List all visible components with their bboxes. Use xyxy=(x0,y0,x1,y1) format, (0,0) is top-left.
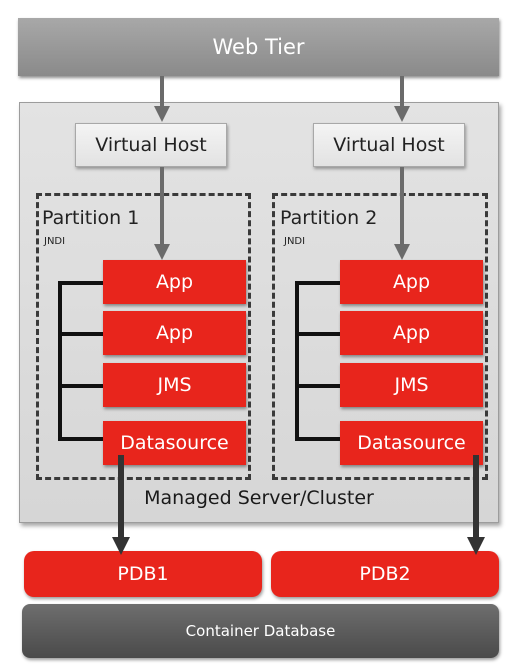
component-label: App xyxy=(392,322,431,344)
web-tier-label: Web Tier xyxy=(212,35,305,59)
virtual-host-2-label: Virtual Host xyxy=(333,134,445,156)
virtual-host-1-label: Virtual Host xyxy=(95,134,207,156)
partition-1-app-1: App xyxy=(103,260,246,304)
component-label: App xyxy=(392,271,431,293)
pdb2-label: PDB2 xyxy=(359,563,411,585)
partition-2-jms: JMS xyxy=(340,363,483,407)
component-label: Datasource xyxy=(357,432,466,454)
component-label: JMS xyxy=(394,374,429,396)
pdb1-box: PDB1 xyxy=(24,551,262,597)
partition-1-jndi-label: JNDI xyxy=(44,236,66,247)
container-database-label: Container Database xyxy=(185,622,336,640)
partition-1-box xyxy=(36,193,251,480)
container-database-box: Container Database xyxy=(22,604,499,658)
partition-1-jndi-tree xyxy=(58,281,62,441)
partition-2-label: Partition 2 xyxy=(280,207,378,229)
partition-2-jndi-branch xyxy=(295,332,340,336)
virtual-host-1: Virtual Host xyxy=(75,123,227,167)
partition-1-app-2: App xyxy=(103,311,246,355)
partition-1-datasource: Datasource xyxy=(103,421,246,465)
component-label: JMS xyxy=(157,374,192,396)
partition-1-label: Partition 1 xyxy=(42,207,140,229)
partition-1-jndi-branch xyxy=(58,332,103,336)
partition-1-jndi-branch xyxy=(58,281,103,285)
component-label: App xyxy=(155,322,194,344)
managed-server-label: Managed Server/Cluster xyxy=(144,487,374,509)
partition-1-jms: JMS xyxy=(103,363,246,407)
pdb2-box: PDB2 xyxy=(271,551,499,597)
partition-2-jndi-branch xyxy=(295,384,340,388)
partition-2-app-2: App xyxy=(340,311,483,355)
partition-2-datasource: Datasource xyxy=(340,421,483,465)
component-label: Datasource xyxy=(120,432,229,454)
virtual-host-2: Virtual Host xyxy=(313,123,465,167)
web-tier-box: Web Tier xyxy=(18,18,499,76)
partition-2-jndi-tree xyxy=(295,281,299,441)
partition-2-jndi-branch xyxy=(295,281,340,285)
partition-2-jndi-branch xyxy=(295,437,340,441)
partition-1-jndi-branch xyxy=(58,437,103,441)
pdb1-label: PDB1 xyxy=(117,563,169,585)
partition-2-box xyxy=(272,193,488,480)
partition-1-jndi-branch xyxy=(58,384,103,388)
component-label: App xyxy=(155,271,194,293)
partition-2-app-1: App xyxy=(340,260,483,304)
partition-2-jndi-label: JNDI xyxy=(284,236,306,247)
